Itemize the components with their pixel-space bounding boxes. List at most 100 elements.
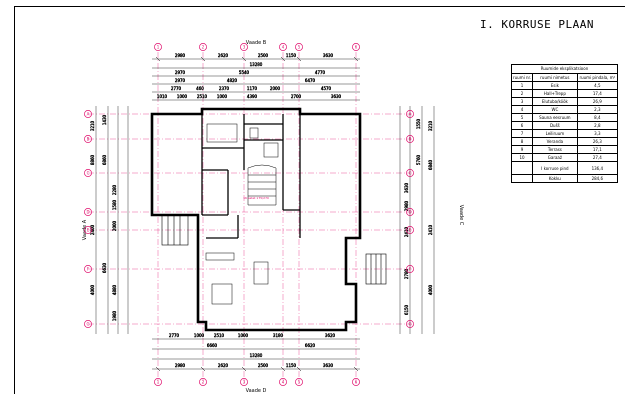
svg-text:4: 4 <box>282 380 285 385</box>
dim-top3-3: 4770 <box>315 70 326 75</box>
dim-top6-5: 4390 <box>247 94 258 99</box>
svg-text:1: 1 <box>157 45 160 50</box>
svg-text:3: 3 <box>243 380 246 385</box>
dim-left-in-7: 4880 <box>112 284 117 295</box>
dim-top5-4: 1170 <box>247 86 258 91</box>
dim-left-3: 2400 <box>90 224 95 235</box>
dim-left-1: 3210 <box>90 120 95 131</box>
axis-marker-column-5-bottom: 5 <box>295 378 303 386</box>
dim-right-2: 6840 <box>428 159 433 170</box>
dim-left-4: 4000 <box>90 284 95 295</box>
svg-text:6: 6 <box>355 45 358 50</box>
dim-bot4-4: 1150 <box>286 363 297 368</box>
dim-bot1-5: 3180 <box>273 333 284 338</box>
dim-top-1: 2980 <box>175 53 186 58</box>
svg-text:E: E <box>87 228 90 233</box>
dim-left-in-3: 2280 <box>112 184 117 195</box>
header-cell: ruumi pindala, m² <box>576 73 619 82</box>
room-table-header: ruumi nr. ruumi nimetus ruumi pindala, m… <box>510 73 619 82</box>
dim-right-in-2: 5760 <box>416 154 421 165</box>
view-label-top: Vaade B <box>246 40 267 46</box>
axis-marker-row-f: F <box>84 265 92 273</box>
svg-text:2: 2 <box>202 380 205 385</box>
table-cell: Veranda <box>532 137 578 146</box>
table-cell: 26,9 <box>576 97 619 106</box>
axis-marker-row-g-right: G <box>406 320 414 328</box>
svg-text:A: A <box>409 112 412 117</box>
table-cell: 4,5 <box>576 81 619 90</box>
svg-text:D: D <box>408 210 411 215</box>
svg-text:B: B <box>87 137 90 142</box>
dim-top-5: 3630 <box>323 53 334 58</box>
svg-text:C: C <box>87 171 90 176</box>
svg-text:G: G <box>86 322 89 327</box>
axis-marker-row-c-right: C <box>406 169 414 177</box>
axis-marker-row-g: G <box>84 320 92 328</box>
svg-text:G: G <box>408 322 411 327</box>
axis-marker-row-a-right: A <box>406 110 414 118</box>
terrace-steps-right <box>365 253 387 285</box>
table-cell: 6 <box>510 121 534 130</box>
table-cell: 17,4 <box>576 89 619 98</box>
svg-text:F: F <box>87 267 90 272</box>
dim-left-in-6: 6630 <box>102 262 107 273</box>
table-cell: 17,1 <box>576 145 619 154</box>
table-cell: 136,4 <box>576 161 619 175</box>
interior-stair <box>247 164 277 206</box>
dim-right-1: 3210 <box>428 120 433 131</box>
dim-top5-2: 460 <box>196 86 204 91</box>
dim-top6-2: 1000 <box>177 94 188 99</box>
svg-text:5: 5 <box>298 380 301 385</box>
svg-text:1: 1 <box>157 380 160 385</box>
view-label-right: Vaade C <box>458 205 464 226</box>
axis-marker-row-c: C <box>84 169 92 177</box>
dim-top-3: 2500 <box>258 53 269 58</box>
table-cell: Sauna eesruum <box>532 113 578 122</box>
svg-text:5: 5 <box>298 45 301 50</box>
axis-marker-column-6-bottom: 6 <box>352 378 360 386</box>
table-cell <box>510 161 534 175</box>
dim-top6-7: 3630 <box>331 94 342 99</box>
table-cell: 3 <box>510 97 534 106</box>
dim-left-in-1: 1430 <box>102 114 107 125</box>
table-cell: 2 <box>510 89 534 98</box>
table-cell: Garaaž <box>532 153 578 162</box>
table-cell: Terrass <box>532 145 578 154</box>
interior-walls <box>201 109 301 239</box>
table-cell: Hall+Trepp <box>532 89 578 98</box>
dim-bot4-3: 2500 <box>258 363 269 368</box>
stair-note: 16 astet 175/270 <box>243 196 269 200</box>
table-cell <box>510 174 534 183</box>
svg-text:D: D <box>86 210 89 215</box>
dim-left-in-4: 1580 <box>112 199 117 210</box>
dim-top4-3: 6470 <box>305 78 316 83</box>
table-cell: 9 <box>510 145 534 154</box>
table-cell: 5 <box>510 113 534 122</box>
axis-marker-column-4-bottom: 4 <box>279 378 287 386</box>
axis-marker-column-2: 2 <box>199 43 207 51</box>
table-cell: 10 <box>510 153 534 162</box>
furniture <box>205 123 279 305</box>
dim-bot4-1: 2980 <box>175 363 186 368</box>
dim-top6-6: 2700 <box>291 94 302 99</box>
dim-bot1-6: 3620 <box>325 333 336 338</box>
dim-bot2-2: 6620 <box>305 343 316 348</box>
dim-top6-3: 2510 <box>197 94 208 99</box>
table-cell: 284,6 <box>576 174 619 183</box>
svg-text:A: A <box>87 112 90 117</box>
table-cell: 27,4 <box>576 153 619 162</box>
dim-left-in-5: 2000 <box>112 220 117 231</box>
dim-top6-4: 1000 <box>217 94 228 99</box>
dim-right-in-1: 1550 <box>416 118 421 129</box>
axis-marker-row-e-right: E <box>406 226 414 234</box>
axis-marker-row-d-right: D <box>406 208 414 216</box>
table-cell: 26,3 <box>576 137 619 146</box>
axis-marker-column-3: 3 <box>240 43 248 51</box>
dim-right-in-3: 3630 <box>404 182 409 193</box>
